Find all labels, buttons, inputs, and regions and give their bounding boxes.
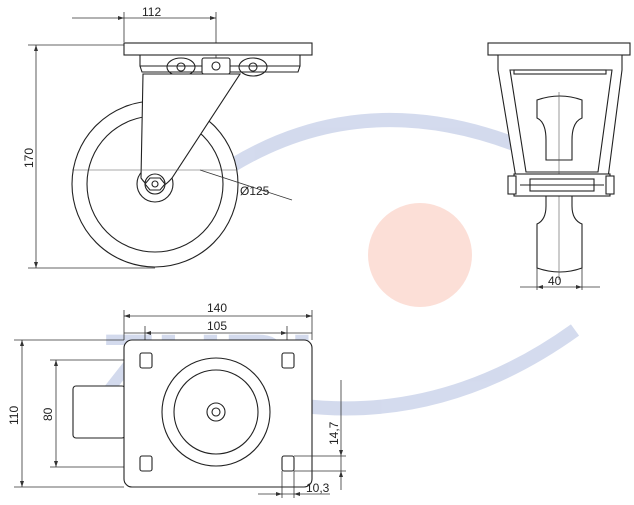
side-view: 112 170 Ø125	[22, 5, 313, 269]
front-view: 40	[487, 42, 631, 290]
top-plate	[123, 339, 313, 488]
dim-wheel-diameter: Ø125	[240, 184, 270, 198]
mounting-hole	[139, 455, 153, 472]
mounting-hole	[281, 455, 295, 472]
dim-front-width: 40	[548, 274, 562, 288]
dim-hole-spacing-x: 105	[207, 319, 227, 333]
dim-hole-spacing-y: 80	[41, 407, 55, 421]
dim-plate-width: 110	[7, 406, 21, 425]
dim-side-width: 112	[142, 5, 161, 19]
top-view: 140 105 110 80	[7, 301, 346, 498]
dim-plate-length: 140	[207, 301, 227, 315]
dim-hole-size: 10,3	[306, 481, 330, 495]
mounting-hole	[281, 352, 295, 369]
mounting-hole	[139, 352, 153, 369]
dim-side-height: 170	[22, 148, 36, 168]
dim-hole-offset: 14,7	[327, 421, 341, 445]
